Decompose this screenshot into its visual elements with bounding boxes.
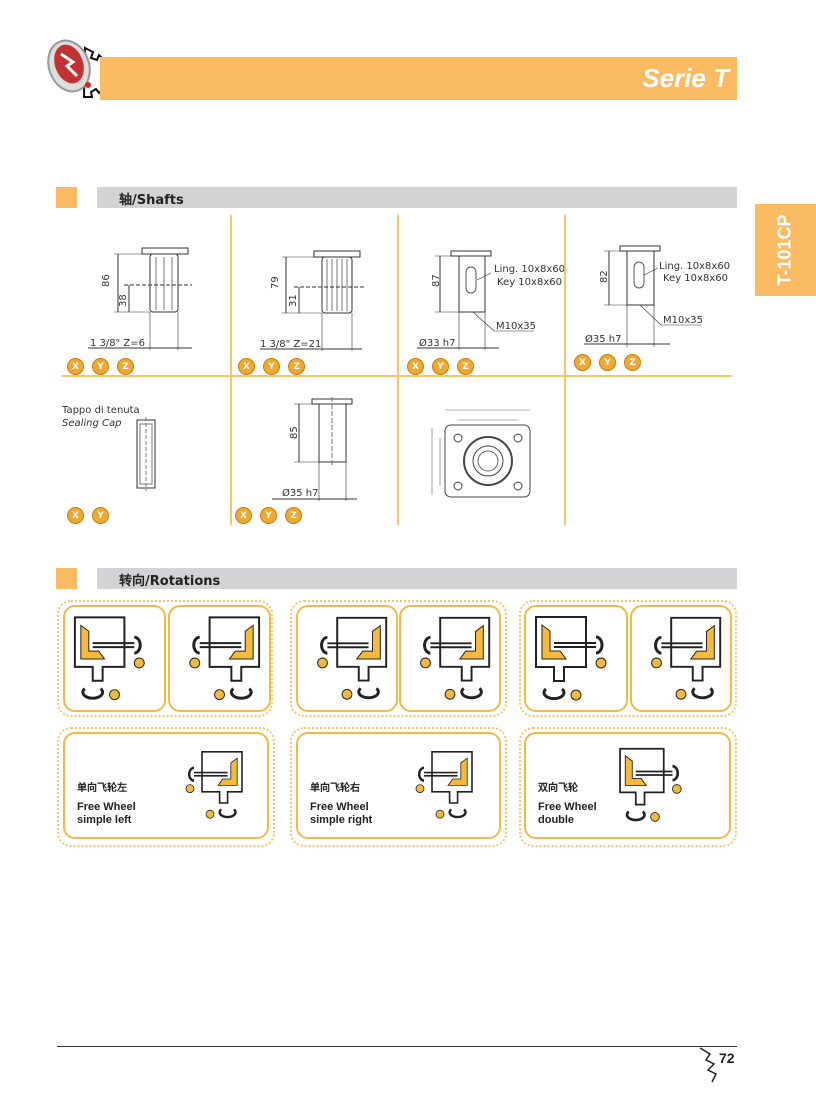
shaft-cell-keyed-35: 82 Ling. 10x8x60 Key 10x8x60 M10x35 Ø35 … [566,215,732,375]
badge-x: X [407,358,424,375]
badge-x: X [238,358,255,375]
rotation-group [57,600,273,717]
rotation-group [290,727,507,847]
badge-y: Y [432,358,449,375]
grid-divider [230,215,232,525]
shaft-spec: 1 3/8" Z=21 [260,339,321,350]
rotation-diagram [296,605,398,712]
dim-length: 38 [118,294,129,307]
grid-divider [397,215,399,525]
thread-label: M10x35 [663,315,703,326]
gear-decoration-icon [699,1047,718,1083]
shafts-section-header: 轴/Shafts [97,187,737,208]
free-wheel-cn: 单向飞轮右 [310,783,360,794]
free-wheel-en: Free Wheel [77,801,136,813]
shaft-cell-sealing-cap: Tappo di tenuta Sealing Cap X Y [62,377,230,525]
rotation-diagram [399,605,501,712]
badge-y: Y [599,354,616,371]
sealing-cap-drawing [136,417,156,491]
rotation-group [290,600,507,717]
badge-y: Y [92,507,109,524]
thread-label: M10x35 [496,321,536,332]
rotation-diagram [168,605,271,712]
badge-x: X [67,358,84,375]
shaft-cell-keyed-33: 87 Ling. 10x8x60 Key 10x8x60 M10x35 Ø33 … [399,215,565,375]
badge-z: Z [288,358,305,375]
free-wheel-type: simple left [77,814,132,826]
cap-label-en: Sealing Cap [62,418,122,429]
badge-y: Y [92,358,109,375]
rotations-section-header: 转向/Rotations [97,568,737,589]
shaft-cell-splined-z21: 79 31 1 3/8" Z=21 X Y Z [232,215,397,375]
badge-x: X [574,354,591,371]
rotation-group [519,600,737,717]
shaft-spec: 1 3/8" Z=6 [90,338,145,349]
badge-z: Z [624,354,641,371]
page-number: 72 [719,1050,735,1066]
free-wheel-type: double [538,814,575,826]
shaft-spec: Ø35 h7 [585,333,621,345]
rotation-diagram [170,740,250,830]
badge-z: Z [457,358,474,375]
flange-drawing [431,409,531,498]
grid-divider [564,215,566,525]
badge-y: Y [260,507,277,524]
splined-shaft-drawing: 86 38 1 3/8" Z=6 [88,247,192,350]
dim-length: 87 [431,274,442,287]
badge-z: Z [117,358,134,375]
free-wheel-en: Free Wheel [538,801,597,813]
rotation-diagram [400,740,480,830]
keyed-shaft-drawing: 82 Ling. 10x8x60 Key 10x8x60 M10x35 Ø35 … [584,245,730,347]
free-wheel-cn: 双向飞轮 [538,783,578,794]
dim-length: 85 [289,426,300,439]
grid-divider [62,375,732,377]
key-label-en: Key 10x8x60 [497,277,562,288]
keyed-shaft-drawing: 87 Ling. 10x8x60 Key 10x8x60 M10x35 Ø33 … [417,250,565,350]
section-marker [56,568,77,589]
badge-x: X [67,507,84,524]
free-wheel-cn: 单向飞轮左 [77,783,127,794]
dim-length: 31 [288,294,299,307]
key-label-it: Ling. 10x8x60 [494,264,564,275]
section-title: 轴/Shafts [119,193,184,208]
free-wheel-right: 单向飞轮右 Free Wheel simple right [296,732,501,839]
rotation-diagram [630,605,732,712]
plain-shaft-drawing: 85 Ø35 h7 [272,397,357,501]
key-label-en: Key 10x8x60 [663,273,728,284]
shaft-spec: Ø35 h7 [282,487,318,499]
section-title: 转向/Rotations [119,574,221,589]
badge-z: Z [285,507,302,524]
rotation-group [57,727,275,847]
rotation-diagram [600,740,710,830]
dim-length: 86 [101,274,112,287]
badge-y: Y [263,358,280,375]
dim-length: 79 [270,276,281,289]
shaft-cell-splined-z6: 86 38 1 3/8" Z=6 X Y Z [62,215,230,375]
free-wheel-type: simple right [310,814,373,826]
shaft-spec: Ø33 h7 [419,337,455,349]
series-title: Serie T [642,63,729,93]
free-wheel-en: Free Wheel [310,801,369,813]
side-tab-label: T-101CP [774,214,795,286]
rotation-group [519,727,737,847]
side-tab: T-101CP [755,204,816,296]
splined-shaft-drawing: 79 31 1 3/8" Z=21 [260,250,364,351]
section-marker [56,187,77,208]
dim-length: 82 [599,270,610,283]
rotation-diagram [524,605,628,712]
series-title-bar: Serie T [100,57,737,100]
key-label-it: Ling. 10x8x60 [659,261,730,272]
shaft-cell-plain-35: 85 Ø35 h7 X Y Z [232,377,397,525]
rotation-diagram [63,605,166,712]
footer-rule [57,1046,737,1047]
badge-x: X [235,507,252,524]
cap-label-it: Tappo di tenuta [62,405,140,416]
